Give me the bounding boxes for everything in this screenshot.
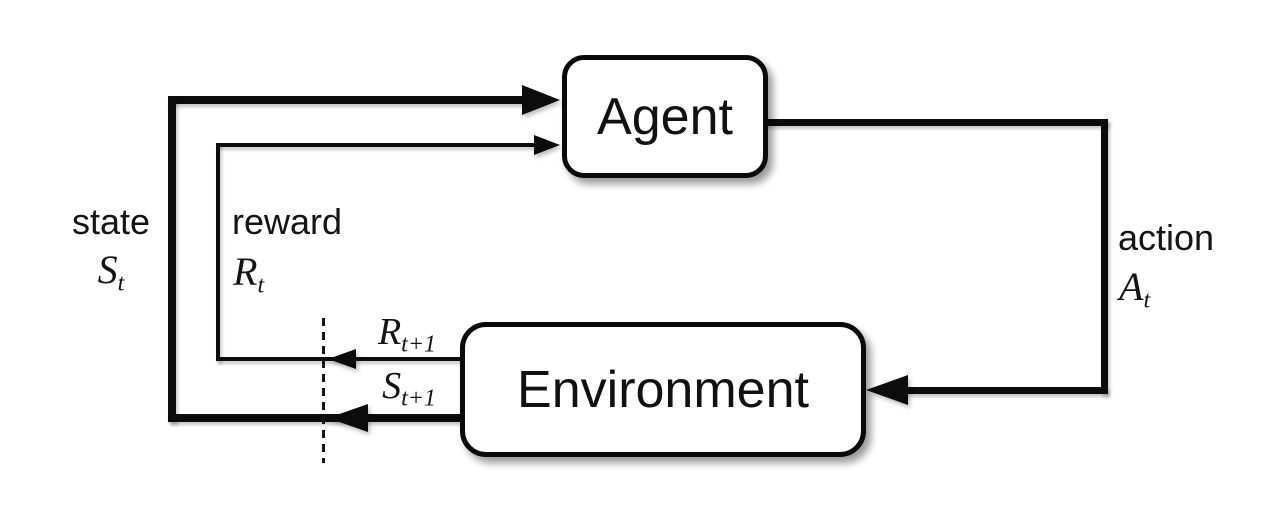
reward-symbol-base: R — [233, 249, 258, 294]
time-boundary-dashed-line — [322, 318, 325, 463]
state-line-bottom — [168, 414, 464, 422]
next-reward-symbol-base: R — [377, 311, 402, 353]
environment-node-label: Environment — [517, 360, 809, 419]
reward-line-left — [216, 143, 220, 361]
reward-label: reward — [232, 201, 343, 242]
next-reward-symbol: Rt+1 — [348, 310, 466, 357]
action-symbol-sub: t — [1143, 287, 1151, 314]
action-label: action — [1118, 217, 1215, 258]
action-symbol: At — [1119, 263, 1150, 313]
state-symbol-base: S — [97, 247, 118, 292]
agent-node-label: Agent — [597, 87, 733, 146]
environment-node: Environment — [460, 322, 866, 457]
reward-symbol-sub: t — [257, 272, 265, 299]
next-reward-arrowhead-icon — [328, 349, 356, 369]
state-line-left — [168, 96, 176, 422]
state-label: state — [71, 201, 151, 242]
next-state-symbol-base: S — [382, 365, 402, 407]
state-arrowhead-icon — [522, 85, 560, 115]
action-symbol-base: A — [1119, 264, 1144, 309]
action-line-right — [1101, 119, 1108, 394]
agent-node: Agent — [562, 55, 768, 178]
next-state-arrowhead-icon — [328, 404, 368, 432]
next-state-symbol: St+1 — [350, 364, 468, 411]
reward-symbol: Rt — [233, 248, 264, 298]
reward-arrowhead-icon — [534, 135, 560, 155]
action-line-top — [765, 119, 1108, 126]
next-reward-symbol-sub: t+1 — [401, 331, 437, 358]
state-line-top — [168, 96, 530, 104]
action-arrowhead-icon — [866, 375, 908, 405]
state-symbol-sub: t — [117, 270, 125, 297]
next-state-symbol-sub: t+1 — [401, 385, 436, 412]
state-symbol: St — [52, 246, 170, 296]
reward-line-top — [216, 143, 538, 147]
action-line-bottom — [898, 387, 1108, 394]
